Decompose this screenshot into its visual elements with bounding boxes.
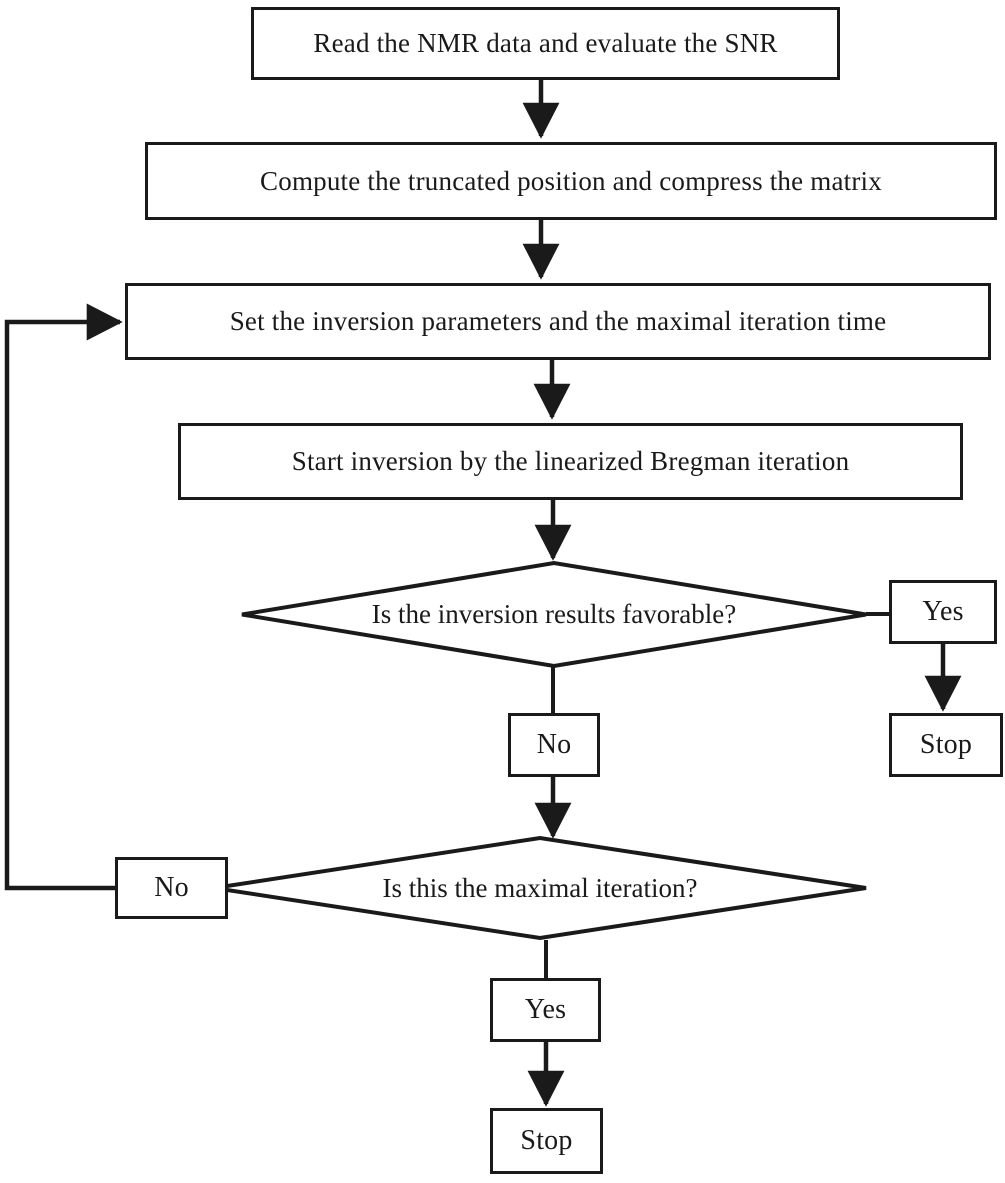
- node-compute-truncated[interactable]: Compute the truncated position and compr…: [145, 142, 997, 220]
- node-stop-maximal[interactable]: Stop: [490, 1108, 603, 1174]
- node-check-favorable[interactable]: Is the inversion results favorable?: [240, 561, 868, 668]
- connector-feedback-loop: [4, 303, 123, 891]
- node-set-parameters-label: Set the inversion parameters and the max…: [229, 306, 887, 336]
- node-no-maximal[interactable]: No: [115, 857, 228, 919]
- node-yes-maximal-label: Yes: [524, 994, 567, 1025]
- node-yes-favorable[interactable]: Yes: [889, 580, 997, 644]
- node-check-maximal-label: Is this the maximal iteration?: [382, 872, 698, 903]
- node-no-favorable-label: No: [536, 729, 572, 760]
- node-check-favorable-label: Is the inversion results favorable?: [371, 599, 737, 629]
- node-no-maximal-label: No: [154, 872, 189, 903]
- node-compute-truncated-label: Compute the truncated position and compr…: [260, 165, 882, 196]
- node-check-maximal[interactable]: Is this the maximal iteration?: [212, 836, 868, 940]
- node-yes-favorable-label: Yes: [922, 596, 964, 627]
- node-stop-maximal-label: Stop: [520, 1125, 573, 1156]
- node-start-inversion-label: Start inversion by the linearized Bregma…: [291, 446, 850, 476]
- diamond-shape-maximal: [212, 836, 868, 940]
- node-stop-favorable[interactable]: Stop: [889, 713, 1003, 777]
- node-set-parameters[interactable]: Set the inversion parameters and the max…: [125, 283, 991, 360]
- diamond-shape-favorable: [240, 561, 868, 668]
- node-no-favorable[interactable]: No: [508, 713, 600, 777]
- node-stop-favorable-label: Stop: [919, 729, 973, 760]
- node-yes-maximal[interactable]: Yes: [490, 978, 601, 1042]
- node-read-data-label: Read the NMR data and evaluate the SNR: [313, 28, 778, 58]
- node-start-inversion[interactable]: Start inversion by the linearized Bregma…: [178, 423, 963, 500]
- node-read-data[interactable]: Read the NMR data and evaluate the SNR: [251, 7, 840, 80]
